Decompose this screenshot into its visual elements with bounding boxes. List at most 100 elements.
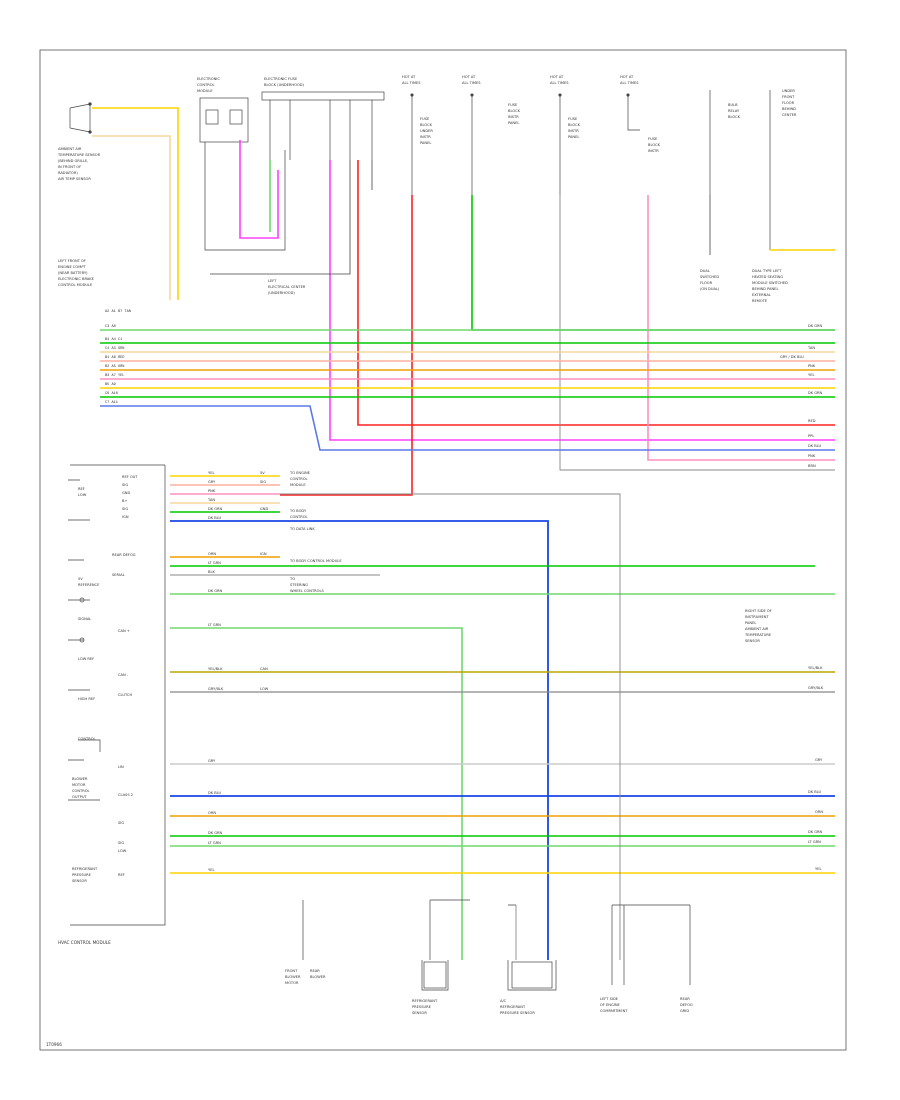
- footer-code: 1T0966: [46, 1042, 62, 1047]
- svg-text:SWITCHED: SWITCHED: [700, 275, 719, 279]
- svg-text:MOTOR: MOTOR: [72, 783, 86, 787]
- svg-text:ORN: ORN: [208, 811, 216, 815]
- svg-text:LEFT: LEFT: [268, 279, 277, 283]
- svg-text:INSTR: INSTR: [648, 149, 659, 153]
- svg-text:B1 A6 RED: B1 A6 RED: [105, 356, 124, 360]
- svg-text:LT GRN: LT GRN: [208, 561, 221, 565]
- svg-text:(NEAR BATTERY): (NEAR BATTERY): [58, 271, 88, 275]
- svg-text:YEL/BLK: YEL/BLK: [208, 667, 223, 671]
- svg-text:PNK: PNK: [808, 364, 816, 368]
- bottom-wires: [515, 904, 690, 960]
- svg-text:DK BLU: DK BLU: [808, 444, 822, 448]
- svg-text:A/C: A/C: [500, 999, 507, 1003]
- module-wires: [170, 475, 835, 960]
- svg-text:TAN: TAN: [807, 346, 815, 350]
- svg-text:IN FRONT OF: IN FRONT OF: [58, 165, 81, 169]
- svg-text:BLOCK: BLOCK: [648, 143, 661, 147]
- svg-text:CONTROL: CONTROL: [197, 83, 215, 87]
- svg-text:BLOWER: BLOWER: [285, 975, 301, 979]
- top-components: [199, 91, 385, 251]
- svg-text:B+: B+: [122, 499, 127, 503]
- svg-text:RADIATOR): RADIATOR): [58, 171, 78, 175]
- svg-text:PRESSURE: PRESSURE: [412, 1005, 432, 1009]
- fuse-taps: [410, 90, 771, 250]
- svg-text:SIG: SIG: [122, 507, 128, 511]
- svg-text:SIG: SIG: [122, 483, 128, 487]
- svg-text:BLOWER: BLOWER: [72, 777, 88, 781]
- svg-text:YEL/BLK: YEL/BLK: [808, 666, 823, 670]
- svg-text:BLOCK: BLOCK: [508, 109, 521, 113]
- top-wires: [210, 140, 835, 441]
- svg-text:INSTRUMENT: INSTRUMENT: [745, 615, 769, 619]
- svg-text:ELECTRONIC: ELECTRONIC: [197, 77, 220, 81]
- svg-text:SERIAL: SERIAL: [112, 573, 125, 577]
- svg-text:PRESSURE: PRESSURE: [72, 873, 92, 877]
- svg-text:YEL: YEL: [815, 867, 821, 871]
- module-title: HVAC CONTROL MODULE: [58, 940, 111, 945]
- svg-text:FLOOR: FLOOR: [782, 101, 795, 105]
- svg-text:SIGNAL: SIGNAL: [78, 617, 91, 621]
- svg-text:BLOCK: BLOCK: [420, 123, 433, 127]
- svg-text:SIG: SIG: [118, 821, 124, 825]
- svg-text:C7 A11: C7 A11: [105, 401, 118, 405]
- svg-text:LT GRN: LT GRN: [208, 841, 221, 845]
- svg-text:ELECTRICAL CENTER: ELECTRICAL CENTER: [268, 285, 306, 289]
- svg-text:C4 A3 GRN: C4 A3 GRN: [105, 347, 124, 351]
- right-edge-labels: DK GRN TAN GRY / DK BLU PNK YEL DK GRN R…: [780, 324, 823, 468]
- svg-text:ORN: ORN: [815, 810, 823, 814]
- svg-text:AMBIENT AIR: AMBIENT AIR: [745, 627, 769, 631]
- svg-text:YEL: YEL: [208, 868, 214, 872]
- svg-text:CAN: CAN: [260, 667, 268, 671]
- svg-text:DK BLU: DK BLU: [808, 790, 822, 794]
- svg-text:LOW: LOW: [78, 493, 87, 497]
- svg-text:HIGH REF: HIGH REF: [78, 697, 95, 701]
- svg-text:DK GRN: DK GRN: [808, 830, 823, 834]
- svg-text:REAR: REAR: [680, 997, 690, 1001]
- svg-text:FRONT: FRONT: [782, 95, 795, 99]
- svg-text:IGN: IGN: [122, 515, 129, 519]
- svg-text:HOT AT: HOT AT: [550, 75, 564, 79]
- svg-text:DK GRN: DK GRN: [808, 324, 823, 328]
- svg-text:PPL: PPL: [808, 434, 814, 438]
- svg-text:PANEL: PANEL: [508, 121, 519, 125]
- svg-text:ELECTRONIC BRAKE: ELECTRONIC BRAKE: [58, 277, 95, 281]
- svg-text:FUSE: FUSE: [648, 137, 658, 141]
- svg-text:UNDER: UNDER: [420, 129, 433, 133]
- svg-text:GRY/BLK: GRY/BLK: [808, 686, 824, 690]
- svg-text:GRY: GRY: [815, 758, 823, 762]
- svg-text:PRESSURE SENSOR: PRESSURE SENSOR: [500, 1011, 535, 1015]
- svg-text:REF OUT: REF OUT: [122, 475, 138, 479]
- svg-text:DK BLU: DK BLU: [208, 791, 222, 795]
- svg-text:TEMPERATURE: TEMPERATURE: [744, 633, 772, 637]
- svg-text:BLK: BLK: [208, 570, 215, 574]
- svg-text:A2 A1 B7 TAN: A2 A1 B7 TAN: [105, 310, 131, 314]
- svg-text:TO DATA LINK: TO DATA LINK: [289, 527, 315, 531]
- svg-text:WHEEL CONTROLS: WHEEL CONTROLS: [290, 589, 324, 593]
- svg-text:REMOTE: REMOTE: [752, 299, 768, 303]
- svg-text:HEATED SEATING: HEATED SEATING: [752, 275, 783, 279]
- svg-text:(BEHIND GRILLE,: (BEHIND GRILLE,: [58, 159, 88, 163]
- svg-text:HOT AT: HOT AT: [620, 75, 634, 79]
- svg-text:RED: RED: [808, 419, 816, 423]
- svg-text:5V: 5V: [78, 577, 83, 581]
- svg-text:PANEL: PANEL: [568, 135, 579, 139]
- svg-text:B4 A4 C1: B4 A4 C1: [105, 338, 122, 342]
- svg-text:AIR TEMP SENSOR: AIR TEMP SENSOR: [58, 177, 91, 181]
- svg-text:DK GRN: DK GRN: [208, 507, 223, 511]
- svg-text:REFRIGERANT: REFRIGERANT: [500, 1005, 526, 1009]
- svg-text:LT GRN: LT GRN: [208, 623, 221, 627]
- svg-text:ORN: ORN: [208, 552, 216, 556]
- bus-pin-labels: A2 A1 B7 TAN C3 A8 B4 A4 C1 C4 A3 GRN B1…: [105, 310, 131, 405]
- svg-text:OF ENGINE: OF ENGINE: [600, 1003, 621, 1007]
- svg-text:MOTOR: MOTOR: [285, 981, 299, 985]
- svg-text:GRY / DK BLU: GRY / DK BLU: [780, 355, 804, 359]
- svg-text:DEFOG: DEFOG: [680, 1003, 693, 1007]
- svg-text:C3 A8: C3 A8: [105, 325, 116, 329]
- svg-text:GND: GND: [260, 507, 268, 511]
- svg-text:LOW: LOW: [118, 849, 127, 853]
- svg-text:ALL TIMES: ALL TIMES: [402, 81, 421, 85]
